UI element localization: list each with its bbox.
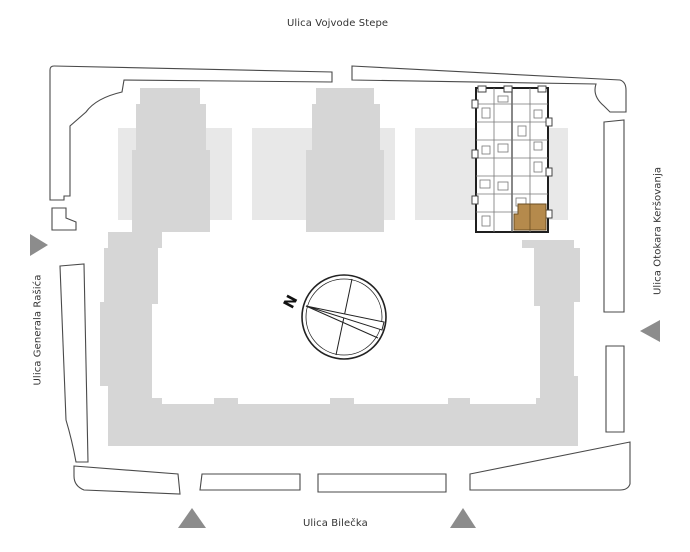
sidewalk-top-right bbox=[351, 65, 627, 113]
highlighted-building-floorplan bbox=[471, 85, 553, 233]
street-label-bottom: Ulica Bilečka bbox=[303, 518, 368, 529]
sidewalk-left bbox=[59, 263, 89, 463]
sidewalk-bottom-4 bbox=[469, 441, 631, 491]
building-u-block bbox=[100, 232, 580, 446]
sidewalk-top-left bbox=[49, 65, 333, 201]
street-label-right: Ulica Otokara Keršovanja bbox=[652, 166, 664, 296]
entrance-arrows bbox=[30, 234, 660, 528]
building-tower-left bbox=[132, 88, 210, 232]
building-footprints bbox=[100, 88, 580, 446]
sidewalk-bottom-2 bbox=[199, 473, 301, 491]
arrow-left bbox=[30, 234, 48, 256]
sidewalk-right-lower bbox=[605, 345, 625, 433]
street-label-left: Ulica Generala Rašića bbox=[32, 274, 44, 386]
arrow-bottom-right bbox=[450, 508, 476, 528]
sidewalk-bottom-1 bbox=[73, 465, 181, 495]
arrow-bottom-left bbox=[178, 508, 206, 528]
sidewalk-right-upper bbox=[603, 119, 625, 313]
sidewalk-outlines bbox=[49, 65, 631, 495]
compass bbox=[301, 274, 387, 360]
street-label-top: Ulica Vojvode Stepe bbox=[287, 18, 389, 29]
sidewalk-bottom-3 bbox=[317, 473, 447, 493]
arrow-right bbox=[640, 320, 660, 342]
building-tower-middle bbox=[306, 88, 384, 232]
sidewalk-left-notch bbox=[51, 207, 77, 231]
